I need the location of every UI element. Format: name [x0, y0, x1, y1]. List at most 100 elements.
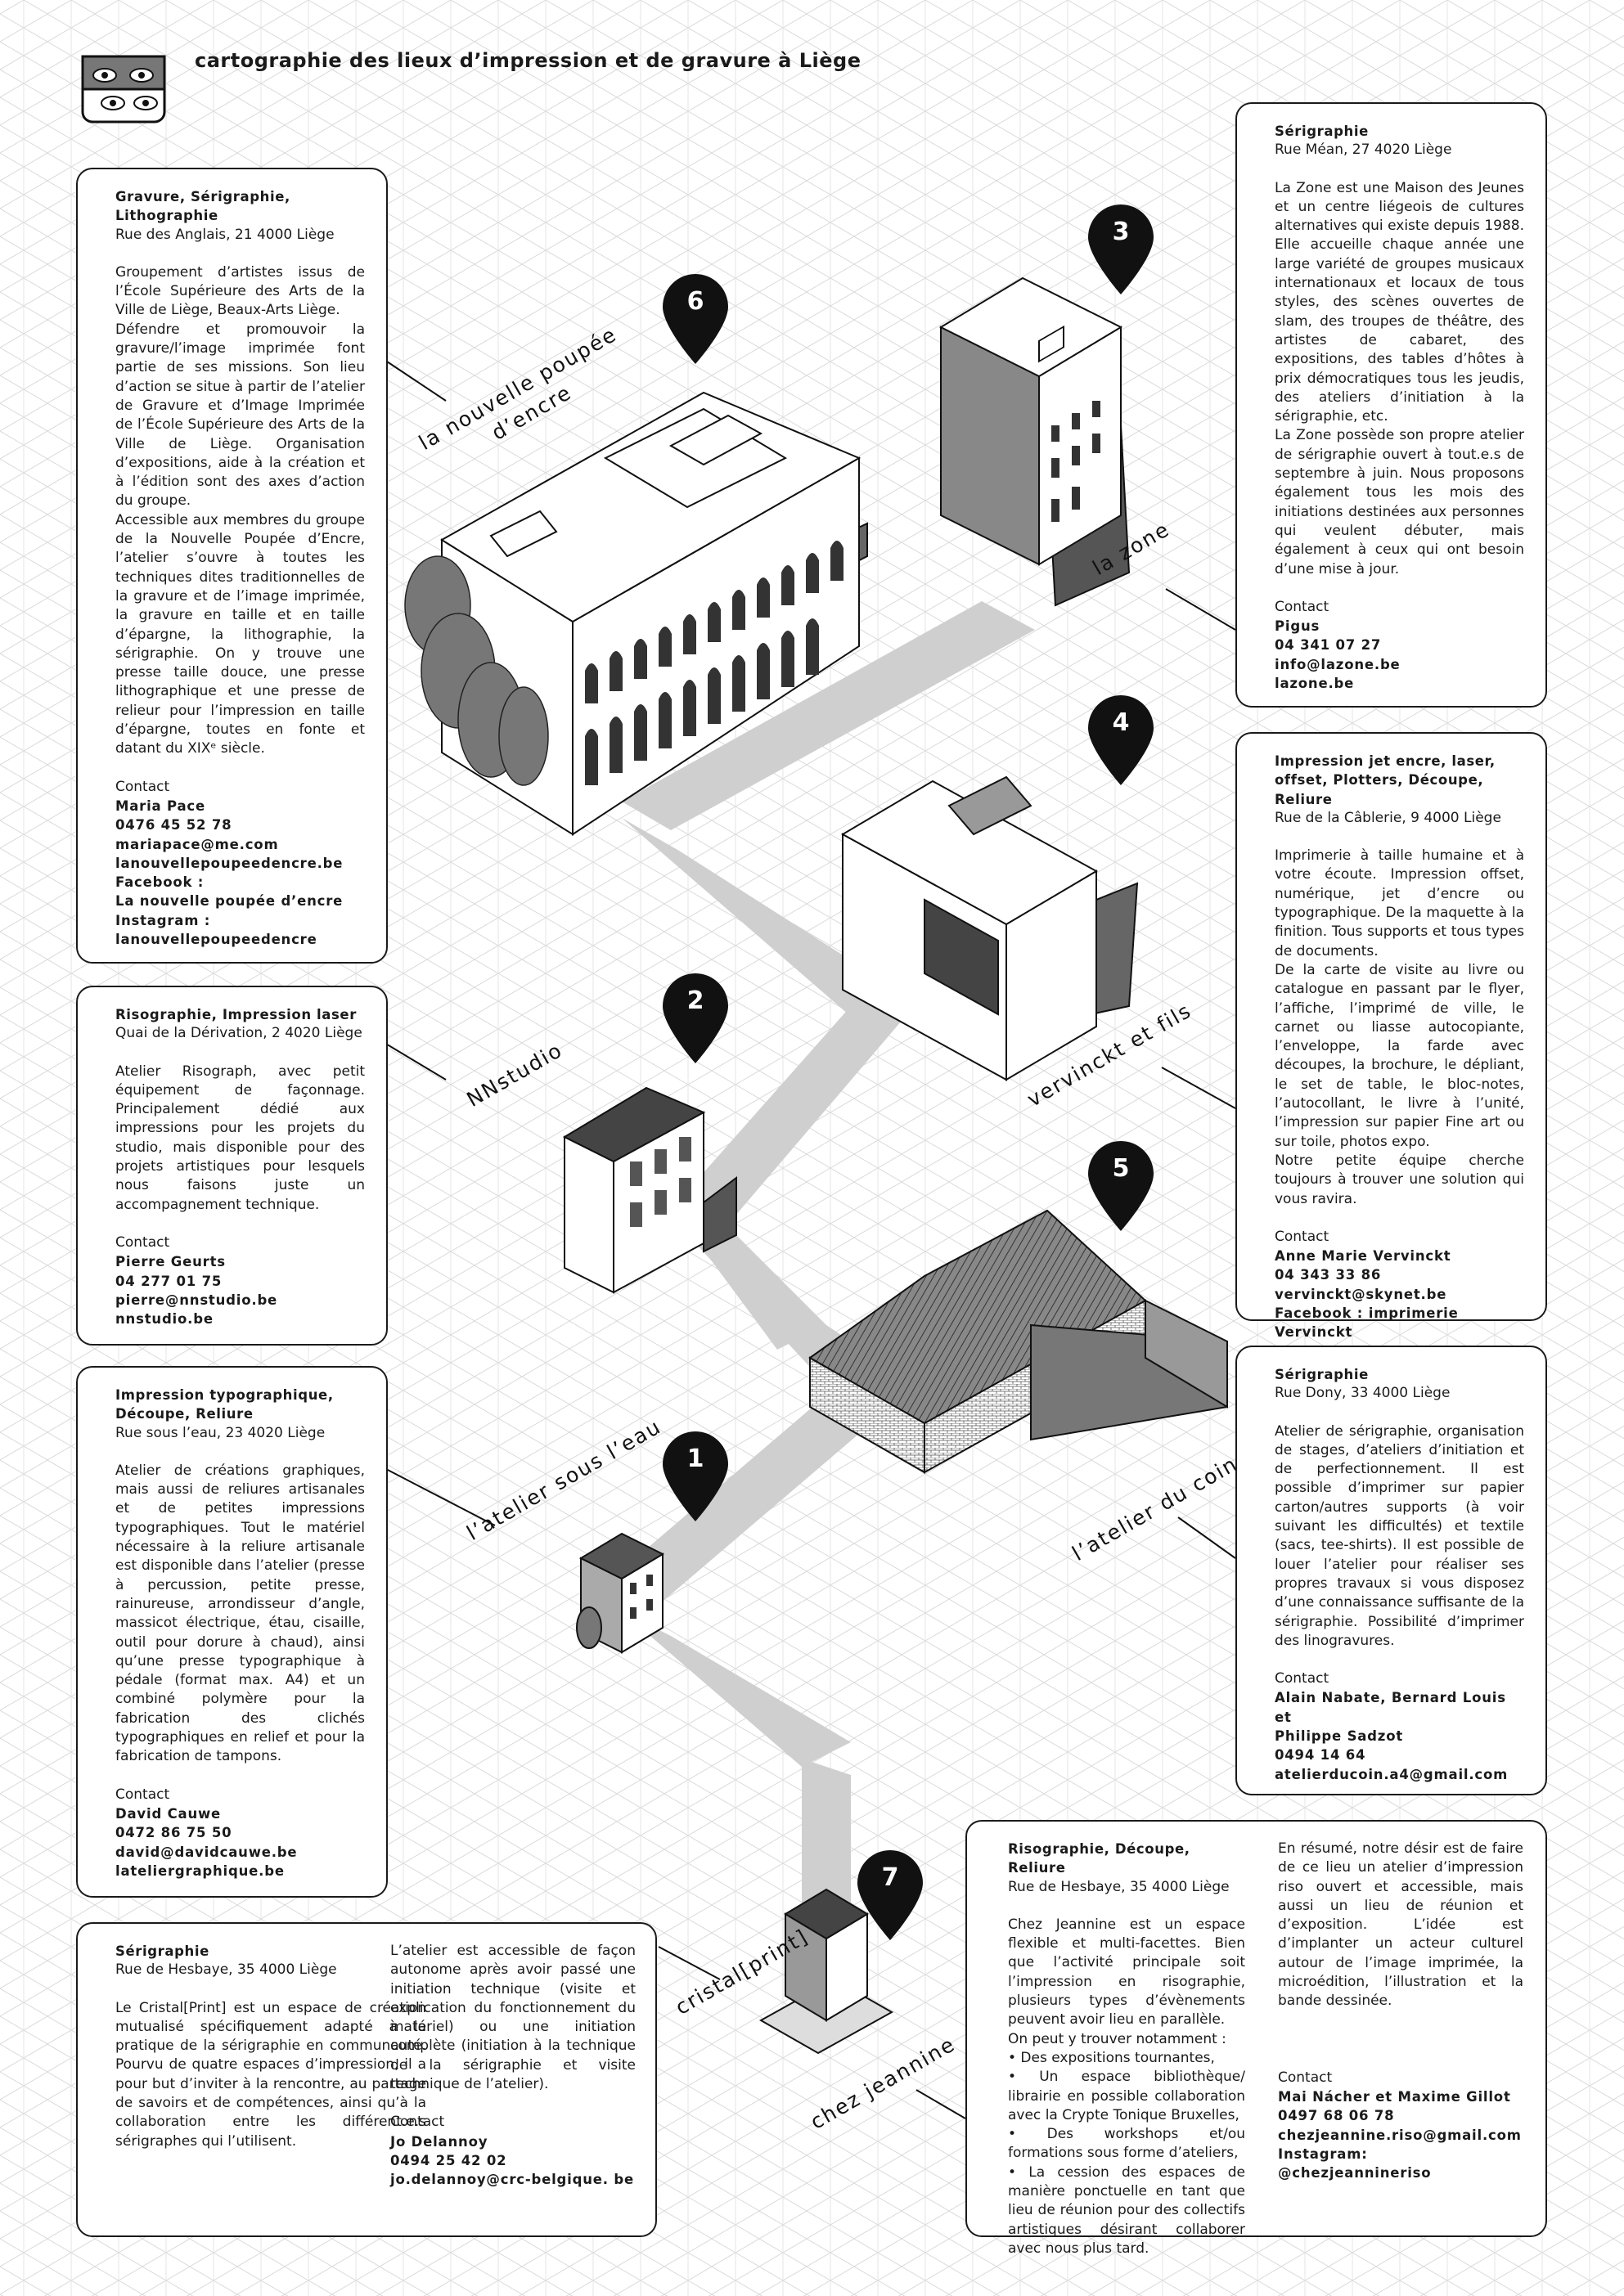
card-type: Sérigraphie [115, 1943, 209, 1959]
card-description: Atelier Risograph, avec petit équipement… [115, 1063, 365, 1213]
contact-email[interactable]: david@davidcauwe.be [115, 1844, 298, 1860]
card-description: Atelier de sérigraphie, organisation de … [1275, 1422, 1524, 1649]
info-card-nouvelle-poupee: Gravure, Sérigraphie, Lithographie Rue d… [76, 168, 388, 964]
contact-name: Jo Delannoy [390, 2133, 488, 2150]
contact-phone[interactable]: 04 343 33 86 [1275, 1267, 1382, 1283]
card-address: Rue de la Câblerie, 9 4000 Liège [1275, 809, 1501, 826]
building-1 [576, 1532, 665, 1654]
card-description: Groupement d’artistes issus de l’École S… [115, 263, 365, 757]
contact-label: Contact [1278, 2069, 1333, 2086]
contact-phone[interactable]: 0494 14 64 [1275, 1747, 1366, 1764]
info-card-cristal-print: Sérigraphie Rue de Hesbaye, 35 4000 Lièg… [76, 1922, 657, 2237]
card-column-left: Sérigraphie Rue de Hesbaye, 35 4000 Lièg… [115, 1942, 426, 2151]
card-type: Sérigraphie [1275, 124, 1369, 139]
contact-label: Contact [1275, 598, 1329, 615]
map-pin-icon [663, 274, 728, 364]
card-description: Atelier de créations graphiques, mais au… [115, 1462, 365, 1765]
building-3 [938, 276, 1131, 607]
pin-1[interactable]: 1 [686, 1445, 704, 1473]
contact-phone[interactable]: 0476 45 52 78 [115, 817, 232, 833]
info-card-la-zone: Sérigraphie Rue Méan, 27 4020 Liège La Z… [1235, 102, 1547, 708]
pin-2[interactable]: 2 [686, 986, 704, 1015]
contact-label: Contact [1275, 1228, 1329, 1245]
contact-email[interactable]: vervinckt@skynet.be [1275, 1286, 1447, 1302]
tree-icon [404, 555, 549, 786]
info-card-chez-jeannine: Risographie, Découpe, Reliure Rue de Hes… [965, 1820, 1547, 2257]
building-2 [562, 1086, 737, 1294]
page-title: cartographie des lieux d’impression et d… [195, 49, 861, 72]
map-pin-icon [1088, 1141, 1154, 1231]
card-description: Chez Jeannine est un espace flexible et … [1008, 1916, 1245, 2257]
contact-name-2: Philippe Sadzot [1275, 1728, 1404, 1745]
card-description-2: En résumé, notre désir est de faire de c… [1278, 1840, 1523, 2010]
contact-email[interactable]: info@lazone.be [1275, 656, 1401, 672]
pin-4[interactable]: 4 [1112, 708, 1130, 737]
card-type: Impression typographique, Découpe, Reliu… [115, 1387, 334, 1422]
building-6 [404, 391, 868, 836]
contact-name: Anne Marie Vervinckt [1275, 1248, 1451, 1265]
map-pin-icon [1088, 695, 1154, 785]
contact-email[interactable]: pierre@nnstudio.be [115, 1292, 278, 1308]
contact-name: Pierre Geurts [115, 1254, 226, 1270]
map-pin-icon [663, 973, 728, 1063]
building-7 [758, 1888, 894, 2055]
card-column-left: Risographie, Découpe, Reliure Rue de Hes… [1008, 1840, 1245, 2258]
contact-label: Contact [390, 2114, 445, 2131]
contact-instagram[interactable]: Instagram: @chezjeannineriso [1278, 2145, 1432, 2181]
contact-website[interactable]: nnstudio.be [115, 1311, 214, 1328]
card-type: Sérigraphie [1275, 1367, 1369, 1382]
pin-6[interactable]: 6 [686, 287, 704, 316]
card-address: Rue des Anglais, 21 4000 Liège [115, 226, 335, 243]
card-address: Quai de la Dérivation, 2 4020 Liège [115, 1025, 362, 1042]
pin-5[interactable]: 5 [1112, 1154, 1130, 1183]
leader-lines [384, 359, 1236, 2119]
contact-facebook[interactable]: Facebook : imprimerie Vervinckt [1275, 1305, 1459, 1341]
contact-label: Contact [115, 1233, 170, 1251]
contact-name: Alain Nabate, Bernard Louis et [1275, 1690, 1506, 1725]
contact-email[interactable]: jo.delannoy@crc-belgique. be [390, 2172, 634, 2188]
info-card-nnstudio: Risographie, Impression laser Quai de la… [76, 986, 388, 1346]
contact-email[interactable]: mariapace@me.com [115, 836, 279, 852]
info-card-atelier-sous-leau: Impression typographique, Découpe, Reliu… [76, 1366, 388, 1898]
card-address: Rue sous l’eau, 23 4020 Liège [115, 1424, 326, 1441]
pin-7[interactable]: 7 [881, 1863, 899, 1892]
map-pins [663, 204, 1154, 1940]
contact-label: Contact [115, 1786, 170, 1803]
map-pin-icon [857, 1850, 923, 1940]
card-type: Risographie, Découpe, Reliure [1008, 1841, 1190, 1876]
eyes-logo-icon [81, 55, 166, 124]
contact-phone[interactable]: 0472 86 75 50 [115, 1825, 232, 1841]
card-description-2: L’atelier est accessible de façon autono… [390, 1943, 636, 2093]
card-type: Gravure, Sérigraphie, Lithographie [115, 189, 290, 224]
contact-label: Contact [115, 778, 170, 795]
contact-instagram[interactable]: lanouvellepoupeedencre [115, 931, 317, 947]
building-5 [808, 1209, 1228, 1474]
card-description: Imprimerie à taille humaine et à votre é… [1275, 847, 1524, 1207]
card-description: La Zone est une Maison des Jeunes et un … [1275, 179, 1524, 577]
contact-label: Contact [1275, 1670, 1329, 1687]
card-description: Le Cristal[Print] est un espace de créat… [115, 1999, 426, 2150]
contact-instagram-label: Instagram : [115, 912, 211, 928]
card-address: Rue de Hesbaye, 35 4000 Liège [115, 1961, 337, 1979]
map-pin-icon [1088, 204, 1154, 294]
card-type: Impression jet encre, laser, offset, Plo… [1275, 753, 1496, 807]
contact-phone[interactable]: 04 277 01 75 [115, 1273, 223, 1289]
contact-name: Mai Nácher et Maxime Gillot [1278, 2088, 1511, 2105]
contact-facebook[interactable]: La nouvelle poupée d’encre [115, 893, 344, 910]
card-type: Risographie, Impression laser [115, 1007, 357, 1022]
info-card-vervinckt: Impression jet encre, laser, offset, Plo… [1235, 732, 1547, 1340]
contact-phone[interactable]: 0494 25 42 02 [390, 2152, 507, 2168]
card-address: Rue de Hesbaye, 35 4000 Liège [1008, 1878, 1230, 1895]
contact-phone[interactable]: 04 341 07 27 [1275, 637, 1382, 654]
contact-website[interactable]: lanouvellepoupeedencre.be [115, 855, 344, 871]
map-pin-icon [663, 1431, 728, 1521]
contact-email[interactable]: chezjeannine.riso@gmail.com [1278, 2127, 1522, 2143]
card-address: Rue Dony, 33 4000 Liège [1275, 1385, 1451, 1402]
contact-phone[interactable]: 0497 68 06 78 [1278, 2108, 1395, 2124]
card-column-right: En résumé, notre désir est de faire de c… [1278, 1840, 1523, 2182]
contact-website[interactable]: lazone.be [1275, 676, 1355, 692]
pin-3[interactable]: 3 [1112, 218, 1130, 246]
contact-email[interactable]: atelierducoin.a4@gmail.com [1275, 1766, 1509, 1782]
contact-name: Maria Pace [115, 798, 205, 814]
contact-website[interactable]: lateliergraphique.be [115, 1862, 285, 1879]
